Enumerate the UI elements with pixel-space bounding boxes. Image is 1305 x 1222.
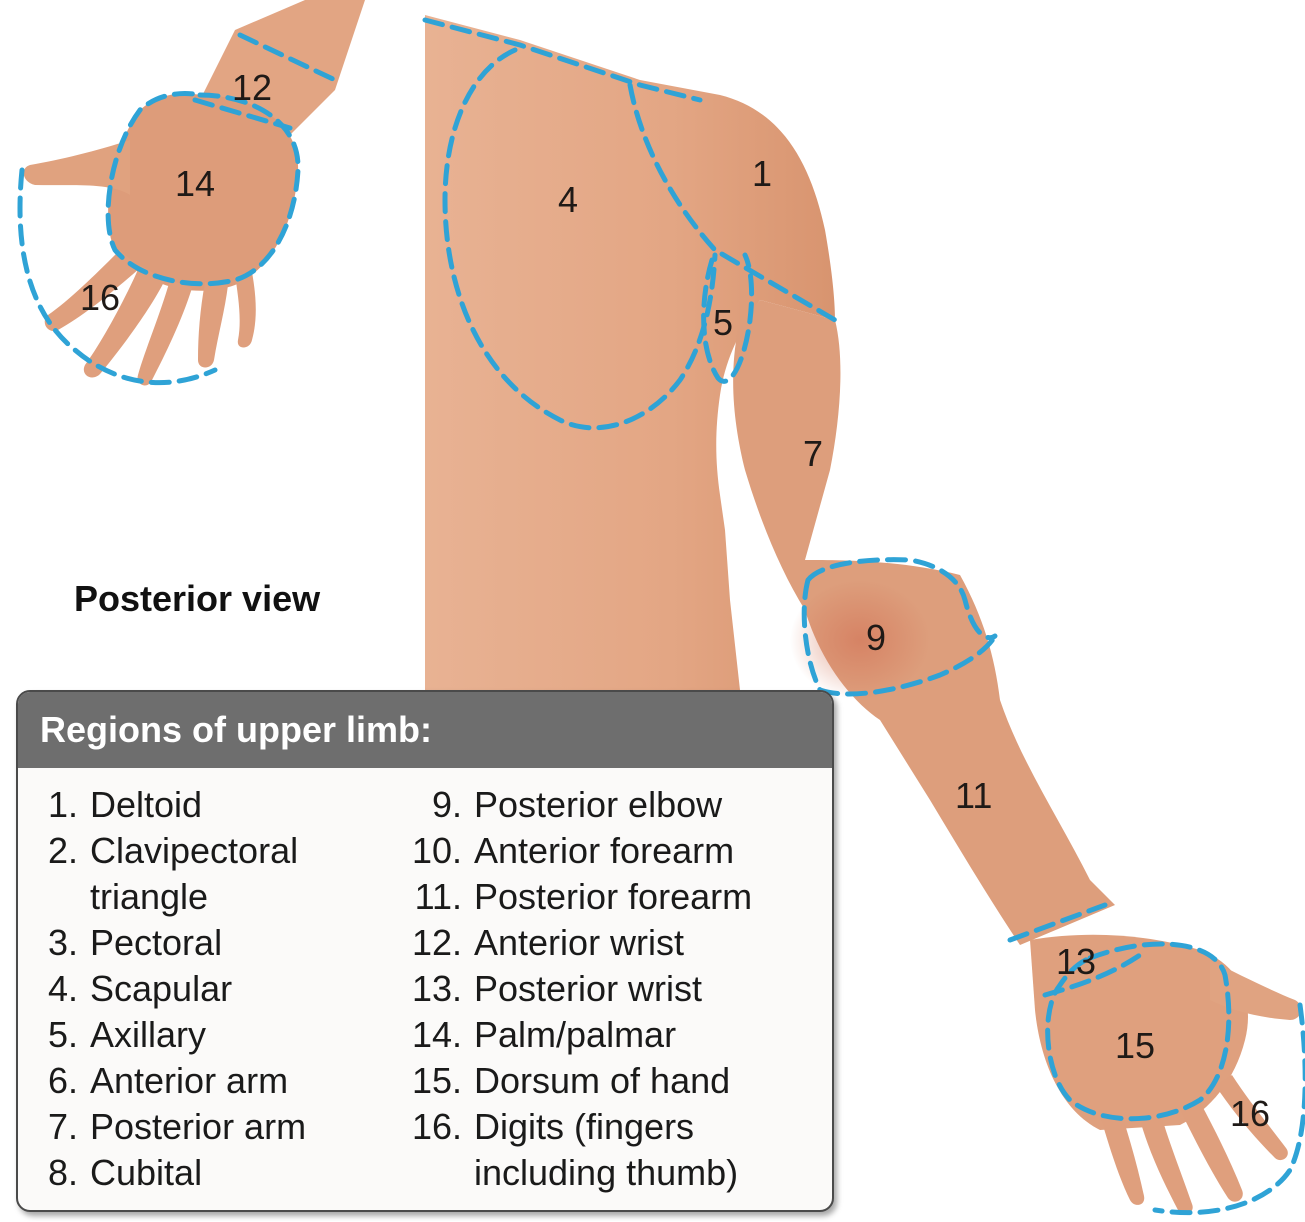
legend-item-text: Posterior forearm [474, 874, 752, 920]
legend-column-right: 9. Posterior elbow 10. Anterior forearm 11… [398, 782, 752, 1196]
region-label-7: 7 [803, 433, 823, 474]
legend-item-number: 13. [398, 966, 462, 1012]
legend-item: 7. Posterior arm [38, 1104, 306, 1150]
legend-item: 11. Posterior forearm [398, 874, 752, 920]
region-label-5: 5 [713, 302, 733, 343]
legend-item-number: 4. [38, 966, 78, 1012]
legend-item-text: Anterior wrist [474, 920, 684, 966]
region-label-13: 13 [1056, 941, 1096, 982]
legend-item-text: Digits (fingers including thumb) [474, 1104, 738, 1196]
region-label-14: 14 [175, 163, 215, 204]
legend-item: 1. Deltoid [38, 782, 306, 828]
legend-item-number: 15. [398, 1058, 462, 1104]
legend-item-text: Palm/palmar [474, 1012, 676, 1058]
view-label: Posterior view [74, 578, 320, 620]
legend-item-number: 2. [38, 828, 78, 920]
legend-item-text: Axillary [90, 1012, 206, 1058]
legend-item: 14. Palm/palmar [398, 1012, 752, 1058]
legend-item-text: Dorsum of hand [474, 1058, 730, 1104]
legend-item: 16.Digits (fingers including thumb) [398, 1104, 752, 1196]
legend-title: Regions of upper limb: [18, 692, 832, 768]
legend-item: 12. Anterior wrist [398, 920, 752, 966]
legend-item-number: 11. [398, 874, 462, 920]
legend-item: 2.Clavipectoral triangle [38, 828, 306, 920]
region-label-4: 4 [558, 179, 578, 220]
legend-item: 4. Scapular [38, 966, 306, 1012]
legend-item-number: 1. [38, 782, 78, 828]
legend-item-number: 5. [38, 1012, 78, 1058]
region-label-15: 15 [1115, 1025, 1155, 1066]
legend-item-number: 7. [38, 1104, 78, 1150]
legend-item-text: Scapular [90, 966, 232, 1012]
legend-item-text: Posterior arm [90, 1104, 306, 1150]
legend-item-number: 10. [398, 828, 462, 874]
legend-item: 8. Cubital [38, 1150, 306, 1196]
region-label-9: 9 [866, 617, 886, 658]
legend-item: 10. Anterior forearm [398, 828, 752, 874]
legend-item-number: 8. [38, 1150, 78, 1196]
legend-item-number: 16. [398, 1104, 462, 1196]
legend-item-text: Pectoral [90, 920, 222, 966]
region-label-16-palm: 16 [80, 277, 120, 318]
region-label-1: 1 [752, 153, 772, 194]
legend-item: 5. Axillary [38, 1012, 306, 1058]
legend-item-number: 12. [398, 920, 462, 966]
legend-item-text: Deltoid [90, 782, 202, 828]
legend-item-number: 3. [38, 920, 78, 966]
legend-item-text: Clavipectoral triangle [90, 828, 298, 920]
legend-item: 6. Anterior arm [38, 1058, 306, 1104]
legend-column-left: 1. Deltoid 2.Clavipectoral triangle 3. Pec… [38, 782, 306, 1196]
legend-item-text: Anterior arm [90, 1058, 288, 1104]
region-label-11: 11 [955, 775, 992, 816]
legend-item: 13. Posterior wrist [398, 966, 752, 1012]
legend-item-text: Anterior forearm [474, 828, 734, 874]
legend-item-text: Posterior elbow [474, 782, 722, 828]
legend-item-text: Posterior wrist [474, 966, 702, 1012]
legend-item: 9. Posterior elbow [398, 782, 752, 828]
legend-item: 15. Dorsum of hand [398, 1058, 752, 1104]
regions-legend: Regions of upper limb: 1. Deltoid 2.Clavi… [16, 690, 834, 1212]
legend-item-number: 9. [398, 782, 462, 828]
legend-item: 3. Pectoral [38, 920, 306, 966]
region-label-16-dorsum: 16 [1230, 1093, 1270, 1134]
region-label-12: 12 [232, 67, 272, 108]
legend-item-text: Cubital [90, 1150, 202, 1196]
legend-item-number: 14. [398, 1012, 462, 1058]
legend-item-number: 6. [38, 1058, 78, 1104]
